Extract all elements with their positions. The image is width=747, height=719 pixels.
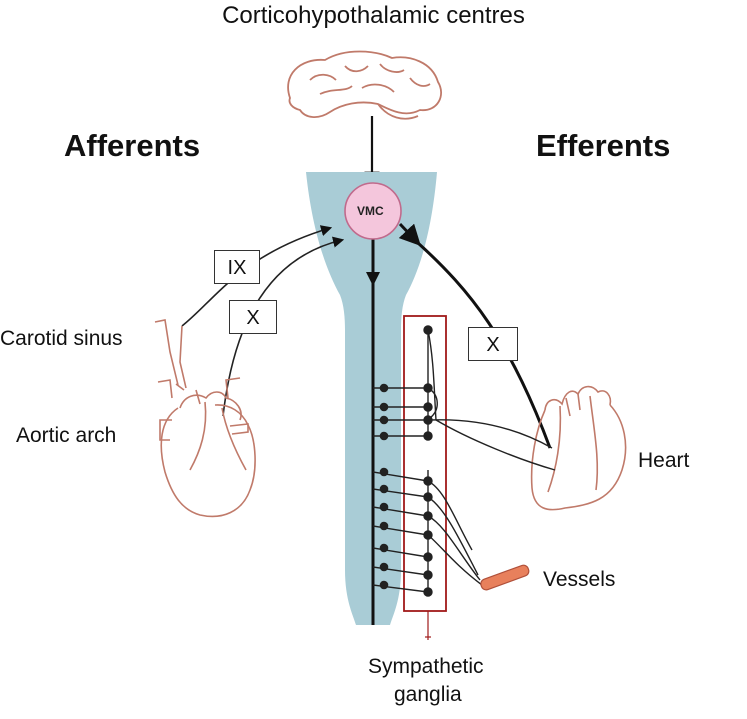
postganglionic-fibers xyxy=(427,329,556,586)
sympathetic-ganglia-box xyxy=(403,315,447,612)
spinal-tract-arrow xyxy=(366,272,380,286)
vmc-label: VMC xyxy=(357,204,384,218)
efferents-heading: Efferents xyxy=(536,128,671,163)
efferent-heart-illustration xyxy=(530,385,627,511)
ganglia-chain xyxy=(423,325,433,597)
vessel-illustration xyxy=(480,564,530,591)
sympathetic-ganglia-label-line1: Sympathetic xyxy=(368,655,484,678)
carotid-sinus-label: Carotid sinus xyxy=(0,327,123,350)
nerve-box-x-efferent: X xyxy=(468,327,518,361)
efferent-x-path xyxy=(416,241,552,449)
afferent-heart-illustration xyxy=(154,319,256,518)
preganglionic-fibers xyxy=(372,383,429,593)
vmc-circle xyxy=(344,182,402,240)
afferents-heading: Afferents xyxy=(64,128,201,163)
nerve-box-ix: IX xyxy=(214,250,260,284)
vessels-label: Vessels xyxy=(543,568,616,591)
diagram-title: Corticohypothalamic centres xyxy=(222,2,525,29)
brain-illustration xyxy=(287,50,442,120)
nerve-box-x-afferent: X xyxy=(229,300,277,334)
aortic-arch-label: Aortic arch xyxy=(16,424,117,447)
sympathetic-ganglia-label-line2: ganglia xyxy=(394,683,462,706)
efferent-x-path-upper xyxy=(398,222,421,247)
heart-label: Heart xyxy=(638,449,690,472)
